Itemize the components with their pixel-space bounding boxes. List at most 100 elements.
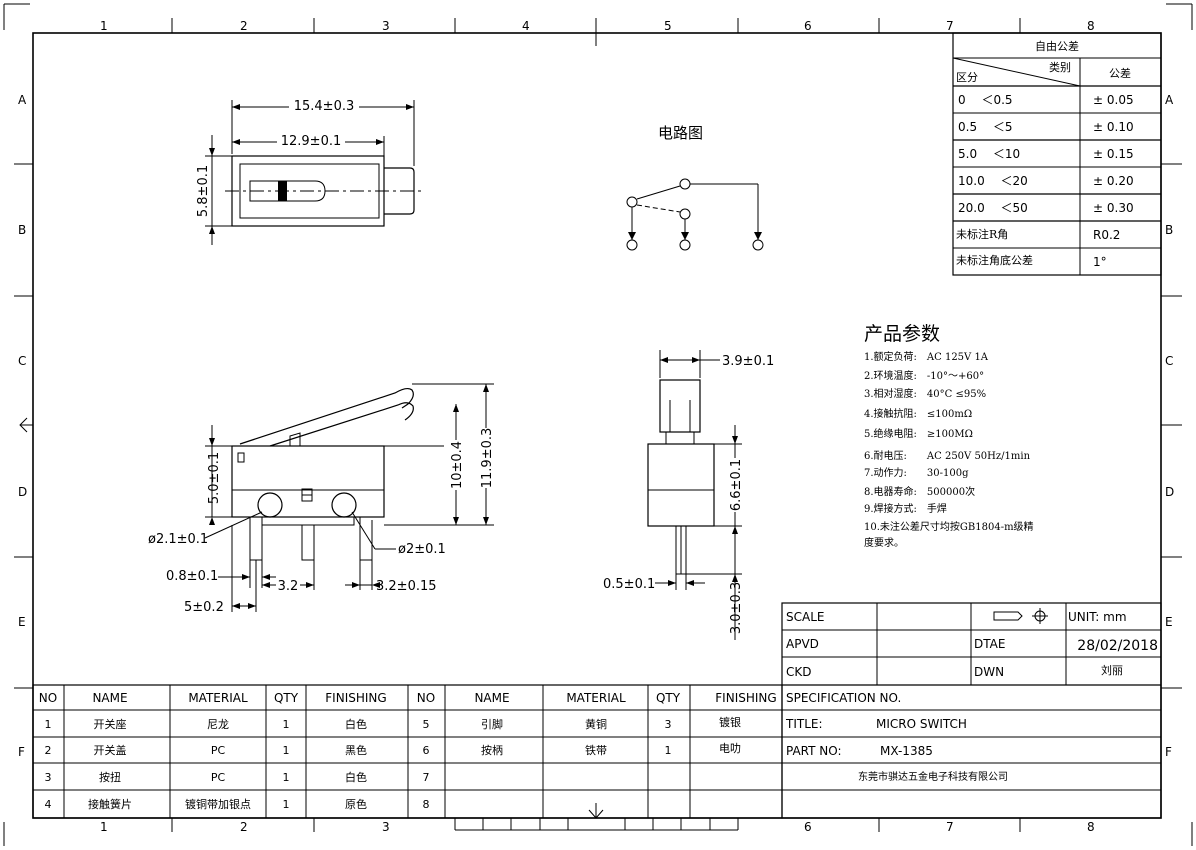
bom-cell: 铁带 <box>585 744 607 757</box>
bom-header: FINISHING <box>715 691 776 705</box>
row-label: D <box>18 485 27 499</box>
param-line: 9.焊接方式: 手焊 <box>864 502 947 515</box>
dim-front-height-11-9: 11.9±0.3 <box>480 428 495 489</box>
bom-cell: 按柄 <box>481 743 503 757</box>
dim-side-pin-width: 0.5±0.1 <box>603 577 655 592</box>
unit-label: UNIT: mm <box>1068 610 1127 624</box>
terminal-common <box>626 196 638 208</box>
top-view: 15.4±0.3 12.9±0.1 5.8±0.1 <box>196 99 425 245</box>
col-label: 2 <box>240 19 248 33</box>
bom-cell: PC <box>211 744 226 757</box>
bom-cell: 原色 <box>345 797 367 811</box>
bom-header: QTY <box>656 691 681 705</box>
part-label: PART NO: <box>786 744 842 758</box>
row-label: E <box>1165 615 1173 629</box>
row-label: F <box>1165 745 1172 759</box>
col-label: 1 <box>100 19 108 33</box>
bom-cell: 1 <box>283 718 290 731</box>
bom-cell: 1 <box>283 744 290 757</box>
tolerance-value: ± 0.30 <box>1093 201 1134 215</box>
param-line: 10.未注公差尺寸均按GB1804-m级精 <box>864 520 1034 533</box>
bom-header: NO <box>417 691 435 705</box>
bom-cell: 1 <box>283 771 290 784</box>
product-params: 产品参数 1.额定负荷: AC 125V 1A 2.环境温度: -10°～+60… <box>864 323 1034 549</box>
param-line: 3.相对湿度: 40°C ≤95% <box>864 387 986 400</box>
bom-cell: 黄铜 <box>585 717 607 731</box>
row-label: D <box>1165 485 1174 499</box>
bom-cell: 4 <box>45 798 52 811</box>
bom-cell: PC <box>211 771 226 784</box>
param-line: 6.耐电压: AC 250V 50Hz/1min <box>864 449 1031 462</box>
col-label: 8 <box>1087 19 1095 33</box>
col-label: 7 <box>946 19 954 33</box>
dim-top-width-total: 15.4±0.3 <box>294 99 355 114</box>
title-block: SCALE UNIT: mm APVD DTAE 28/02/2018 CKD … <box>781 602 1162 819</box>
bom-cell: 6 <box>423 744 430 757</box>
bom-cell: 7 <box>423 771 430 784</box>
circuit-diagram: 电路图 <box>626 124 764 251</box>
tolerance-value: ± 0.10 <box>1093 120 1134 134</box>
row-labels-left: A B C D E F <box>18 93 27 759</box>
tolerance-range: 5.0 ＜10 <box>958 147 1020 161</box>
col-label: 3 <box>382 820 390 834</box>
bom-header: QTY <box>274 691 299 705</box>
bom-cell: 1 <box>283 798 290 811</box>
row-label: A <box>18 93 27 107</box>
row-label: B <box>1165 223 1173 237</box>
param-line: 7.动作力: 30-100g <box>864 466 969 479</box>
tolerance-range: 10.0 ＜20 <box>958 174 1028 188</box>
bom-header: NAME <box>474 691 509 705</box>
row-labels-right: A B C D E F <box>1165 93 1174 759</box>
circuit-title: 电路图 <box>658 124 703 142</box>
col-label: 2 <box>240 820 248 834</box>
tolerance-table: 自由公差 类别 区分 公差 0 ＜0.5 ± 0.05 0.5 ＜5 ± 0.1… <box>952 32 1162 276</box>
column-labels-bottom: 1 2 3 6 7 8 <box>100 820 1095 834</box>
bom-cell: 8 <box>423 798 430 811</box>
tolerance-r-value: R0.2 <box>1093 228 1120 242</box>
bom-cell: 3 <box>665 718 672 731</box>
dtae-label: DTAE <box>974 637 1005 651</box>
col-label: 8 <box>1087 820 1095 834</box>
part-value: MX-1385 <box>880 744 933 758</box>
tolerance-angle-value: 1° <box>1093 255 1107 269</box>
row-label: A <box>1165 93 1174 107</box>
param-line: 度要求。 <box>864 536 904 549</box>
bom-cell: 白色 <box>345 770 367 784</box>
tolerance-value: ± 0.20 <box>1093 174 1134 188</box>
dim-hole-1: ø2.1±0.1 <box>148 532 208 547</box>
params-title: 产品参数 <box>864 323 940 345</box>
row-label: C <box>18 354 26 368</box>
dim-pin-width: 0.8±0.1 <box>166 569 218 584</box>
param-line: 8.电器寿命: 500000次 <box>864 485 975 498</box>
dim-pitch-2: 3.2±0.15 <box>376 579 437 594</box>
tolerance-value: ± 0.15 <box>1093 147 1134 161</box>
dim-side-pin-height: 3.0±0.3 <box>729 582 744 634</box>
tolerance-angle-label: 未标注角底公差 <box>956 253 1033 267</box>
row-label: E <box>18 615 26 629</box>
col-label: 6 <box>804 820 812 834</box>
terminal-nc <box>679 208 691 220</box>
projection-symbol <box>993 611 1023 621</box>
tolerance-r-label: 未标注R角 <box>956 227 1008 241</box>
bom-header: NAME <box>92 691 127 705</box>
bom-header: MATERIAL <box>188 691 248 705</box>
dim-pitch-1: 3.2 <box>278 579 299 594</box>
dwn-label: DWN <box>974 665 1004 679</box>
bom-cell: 白色 <box>345 717 367 731</box>
tolerance-column-label: 公差 <box>1109 66 1131 80</box>
tolerance-range: 0.5 ＜5 <box>958 120 1013 134</box>
bom-cell: 1 <box>665 744 672 757</box>
row-label: C <box>1165 354 1173 368</box>
row-label: B <box>18 223 26 237</box>
bom-cell: 开关盖 <box>94 743 127 757</box>
tolerance-range: 20.0 ＜50 <box>958 201 1028 215</box>
drawer-name: 刘丽 <box>1101 664 1123 677</box>
date-value: 28/02/2018 <box>1077 638 1158 654</box>
bom-cell: 按扭 <box>99 770 121 784</box>
column-labels-top: 1 2 3 4 5 6 7 8 <box>100 19 1095 33</box>
company-name: 东莞市骐达五金电子科技有限公司 <box>858 770 1008 783</box>
tolerance-zone-label: 区分 <box>956 71 978 84</box>
tolerance-range: 0 ＜0.5 <box>958 93 1013 107</box>
col-label: 6 <box>804 19 812 33</box>
